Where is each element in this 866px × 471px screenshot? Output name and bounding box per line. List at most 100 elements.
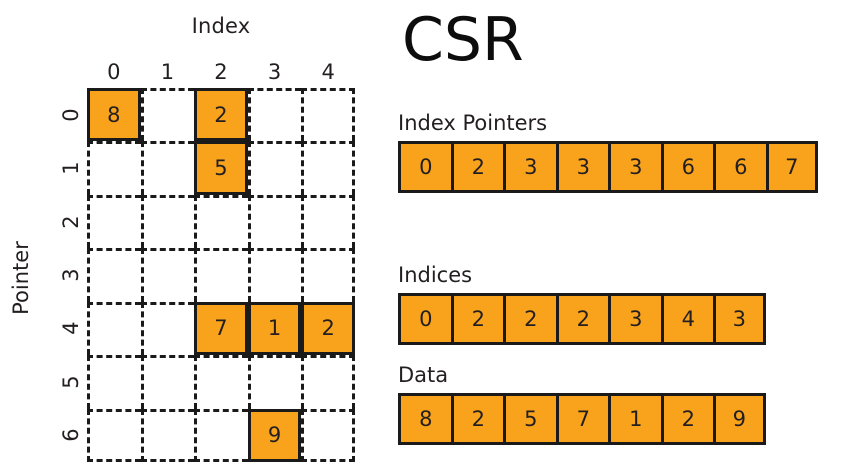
matrix-cell-empty-r3-c1 xyxy=(140,248,195,302)
matrix-cell-empty-r3-c2 xyxy=(194,248,248,302)
index-cell-2: 2 xyxy=(503,293,556,345)
index-cell-5: 4 xyxy=(660,293,713,345)
matrix-cell-empty-r1-c1 xyxy=(140,141,195,195)
matrix-cell-empty-r5-c0 xyxy=(87,355,141,409)
matrix-cell-empty-r5-c2 xyxy=(194,355,248,409)
matrix-cell-empty-r2-c3 xyxy=(247,194,302,249)
matrix-cell-empty-r3-c0 xyxy=(87,248,141,302)
column-label-0: 0 xyxy=(107,60,121,84)
row-label-text: 2 xyxy=(59,214,83,229)
row-label-6: 6 xyxy=(57,409,85,462)
row-label-2: 2 xyxy=(57,195,85,248)
index-pointer-cell-1: 2 xyxy=(450,141,503,193)
index-pointer-cell-6: 6 xyxy=(713,141,766,193)
matrix-cell-filled-r4-c3: 1 xyxy=(247,301,302,356)
column-label-2: 2 xyxy=(214,60,228,84)
row-label-5: 5 xyxy=(57,355,85,408)
column-label-4: 4 xyxy=(321,60,335,84)
csr-title: CSR xyxy=(402,5,524,75)
matrix-cell-empty-r3-c4 xyxy=(301,248,355,302)
matrix-cell-value: 5 xyxy=(214,156,228,181)
row-label-4: 4 xyxy=(57,302,85,355)
matrix-cell-empty-r6-c2 xyxy=(194,408,248,462)
matrix-cell-value: 7 xyxy=(214,316,228,341)
row-header-column: 0 1 2 3 4 5 6 xyxy=(57,88,85,462)
index-pointer-cell-3: 3 xyxy=(555,141,608,193)
index-pointer-cell-7: 7 xyxy=(765,141,818,193)
indices-label: Indices xyxy=(398,263,473,287)
matrix-cell-empty-r5-c4 xyxy=(301,355,355,409)
matrix-cell-filled-r1-c2: 5 xyxy=(194,141,248,195)
matrix-cell-empty-r6-c1 xyxy=(140,408,195,462)
matrix-cell-empty-r0-c1 xyxy=(140,88,195,142)
index-axis-title: Index xyxy=(191,14,251,38)
index-cell-0: 0 xyxy=(398,293,451,345)
matrix-cell-empty-r1-c0 xyxy=(87,141,141,195)
index-pointer-cell-4: 3 xyxy=(608,141,661,193)
column-label-3: 3 xyxy=(267,60,282,84)
row-label-0: 0 xyxy=(57,88,85,141)
data-cell-4: 1 xyxy=(608,393,661,445)
row-label-text: 5 xyxy=(59,375,83,389)
matrix-cell-empty-r2-c1 xyxy=(140,194,195,249)
matrix-cell-empty-r3-c3 xyxy=(247,248,302,302)
matrix-cell-empty-r1-c4 xyxy=(301,141,355,195)
row-label-text: 6 xyxy=(59,428,83,442)
sparse-matrix-panel: Index Pointer 0 1 2 3 4 0 1 2 3 4 5 6 8 2 5 7 1 2 9 xyxy=(0,0,390,471)
data-label: Data xyxy=(398,363,449,387)
matrix-cell-filled-r4-c2: 7 xyxy=(194,301,248,356)
data-cell-6: 9 xyxy=(713,393,766,445)
matrix-cell-filled-r6-c3: 9 xyxy=(247,408,302,462)
matrix-cell-value: 1 xyxy=(267,316,282,341)
matrix-cell-empty-r0-c3 xyxy=(247,88,302,142)
column-header-row: 0 1 2 3 4 xyxy=(87,58,355,86)
index-cell-3: 2 xyxy=(555,293,608,345)
data-cell-3: 7 xyxy=(555,393,608,445)
index-pointer-cell-2: 3 xyxy=(503,141,556,193)
matrix-grid: 8 2 5 7 1 2 9 xyxy=(87,88,355,462)
matrix-cell-empty-r6-c4 xyxy=(301,408,355,462)
matrix-cell-value: 9 xyxy=(267,423,282,448)
matrix-cell-value: 8 xyxy=(107,102,121,127)
matrix-cell-empty-r2-c2 xyxy=(194,194,248,249)
matrix-cell-empty-r5-c3 xyxy=(247,355,302,409)
matrix-cell-empty-r0-c4 xyxy=(301,88,355,142)
matrix-cell-filled-r4-c4: 2 xyxy=(301,301,355,356)
matrix-cell-empty-r4-c0 xyxy=(87,301,141,356)
index-cell-1: 2 xyxy=(450,293,503,345)
matrix-cell-empty-r5-c1 xyxy=(140,355,195,409)
matrix-cell-empty-r4-c1 xyxy=(140,301,195,356)
row-label-3: 3 xyxy=(57,248,85,301)
matrix-cell-filled-r0-c2: 2 xyxy=(194,88,248,142)
row-label-text: 4 xyxy=(59,321,83,336)
row-label-1: 1 xyxy=(57,141,85,194)
column-label-1: 1 xyxy=(160,60,175,84)
data-cell-2: 5 xyxy=(503,393,556,445)
row-label-text: 1 xyxy=(59,161,83,175)
index-pointer-cell-5: 6 xyxy=(660,141,713,193)
index-cell-6: 3 xyxy=(713,293,766,345)
index-pointers-label: Index Pointers xyxy=(398,111,548,135)
row-label-text: 3 xyxy=(59,268,83,282)
matrix-cell-filled-r0-c0: 8 xyxy=(87,88,141,142)
matrix-cell-value: 2 xyxy=(321,316,335,341)
data-cell-5: 2 xyxy=(660,393,713,445)
matrix-cell-empty-r2-c0 xyxy=(87,194,141,249)
index-pointer-cell-0: 0 xyxy=(398,141,451,193)
data-cell-0: 8 xyxy=(398,393,451,445)
pointer-axis-title: Pointer xyxy=(9,241,33,315)
row-label-text: 0 xyxy=(59,108,83,122)
matrix-cell-value: 2 xyxy=(214,102,228,127)
index-cell-4: 3 xyxy=(608,293,661,345)
matrix-cell-empty-r2-c4 xyxy=(301,194,355,249)
matrix-cell-empty-r1-c3 xyxy=(247,141,302,195)
data-cell-1: 2 xyxy=(450,393,503,445)
matrix-cell-empty-r6-c0 xyxy=(87,408,141,462)
